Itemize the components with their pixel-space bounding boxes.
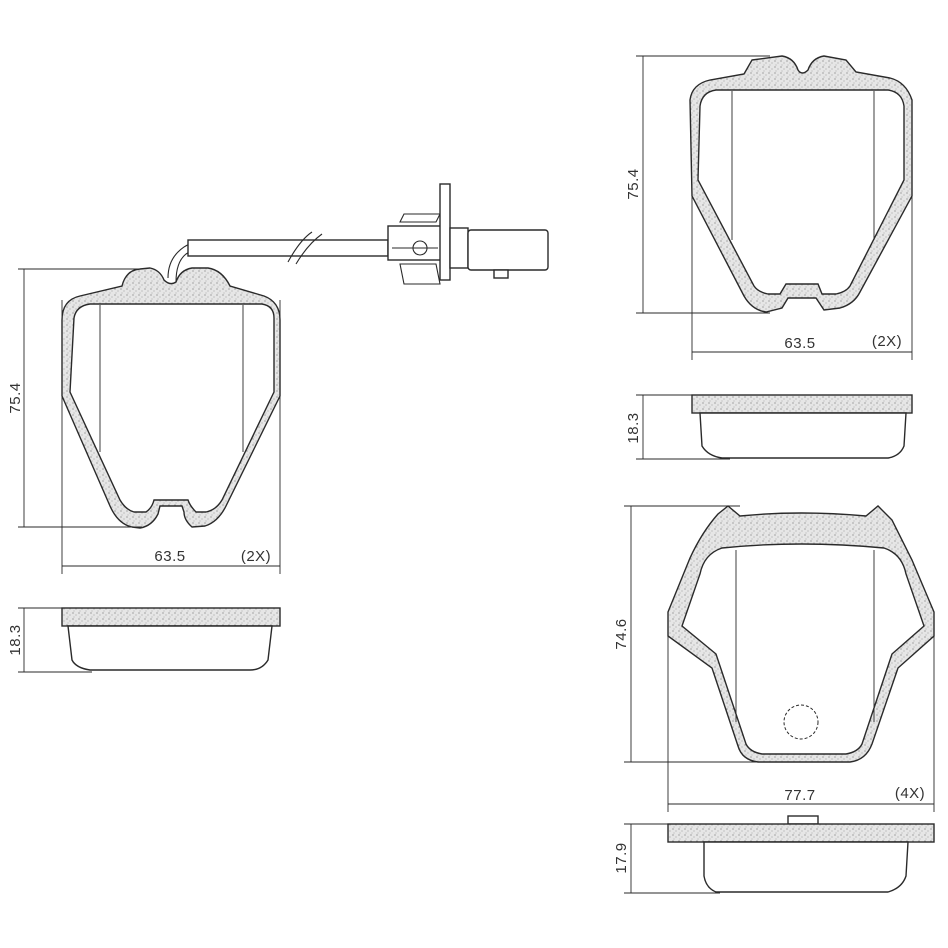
pad-1-sensor-connector [467, 229, 549, 271]
pad-3-side-view: 17.9 [613, 815, 935, 894]
pad-1-side-view: 18.3 [7, 607, 281, 673]
pad-3-side-friction [667, 823, 935, 843]
pad-1-thickness-label: 18.3 [7, 624, 24, 655]
pad-1-backing-plate [69, 303, 275, 513]
pad-1-side-plate [67, 625, 273, 671]
pad-2-thickness-label: 18.3 [625, 412, 642, 443]
pad-3-thickness-label: 17.9 [613, 842, 630, 873]
pad-2-quantity-label: (2X) [872, 333, 902, 350]
pad-1-width-label: 63.5 [154, 548, 185, 565]
pad-3-backing-plate [681, 543, 925, 755]
pad-3-quantity-label: (4X) [895, 785, 925, 802]
pad-2-dimensions: 75.4 63.5 (2X) [625, 55, 913, 360]
pad-3-sensor-nub [787, 815, 819, 825]
pad-1-sensor-collar [449, 227, 469, 269]
pad-2-side-friction [691, 394, 913, 414]
pad-1-height-label: 75.4 [7, 382, 24, 413]
pad-3-dimensions: 74.6 77.7 (4X) [613, 505, 935, 812]
pad-1-quantity-label: (2X) [241, 548, 271, 565]
pad-1-sensor-flange [439, 183, 451, 281]
pad-2-backing-plate [697, 89, 905, 295]
pad-2-width-label: 63.5 [784, 335, 815, 352]
pad-2-front-view [689, 55, 913, 313]
pad-3-side-plate [703, 841, 909, 893]
pad-2-side-plate [699, 412, 907, 459]
pad-2-side-view: 18.3 [625, 394, 913, 460]
pad-1-dimensions: 75.4 63.5 (2X) [7, 268, 281, 574]
pad-1-front-view [61, 267, 281, 529]
pad-1-cable-break [287, 231, 313, 263]
pad-3-width-label: 77.7 [784, 787, 815, 804]
pad-1-wear-sensor [167, 183, 549, 285]
pad-3-height-label: 74.6 [613, 618, 630, 649]
pad-3-front-view [667, 505, 935, 763]
pad-1-sensor-cable [187, 239, 389, 257]
pad-1-side-friction [61, 607, 281, 627]
pad-3-sensor-position [783, 704, 819, 740]
pad-2-height-label: 75.4 [625, 168, 642, 199]
pad-1-sensor-wire-lead [167, 243, 191, 279]
